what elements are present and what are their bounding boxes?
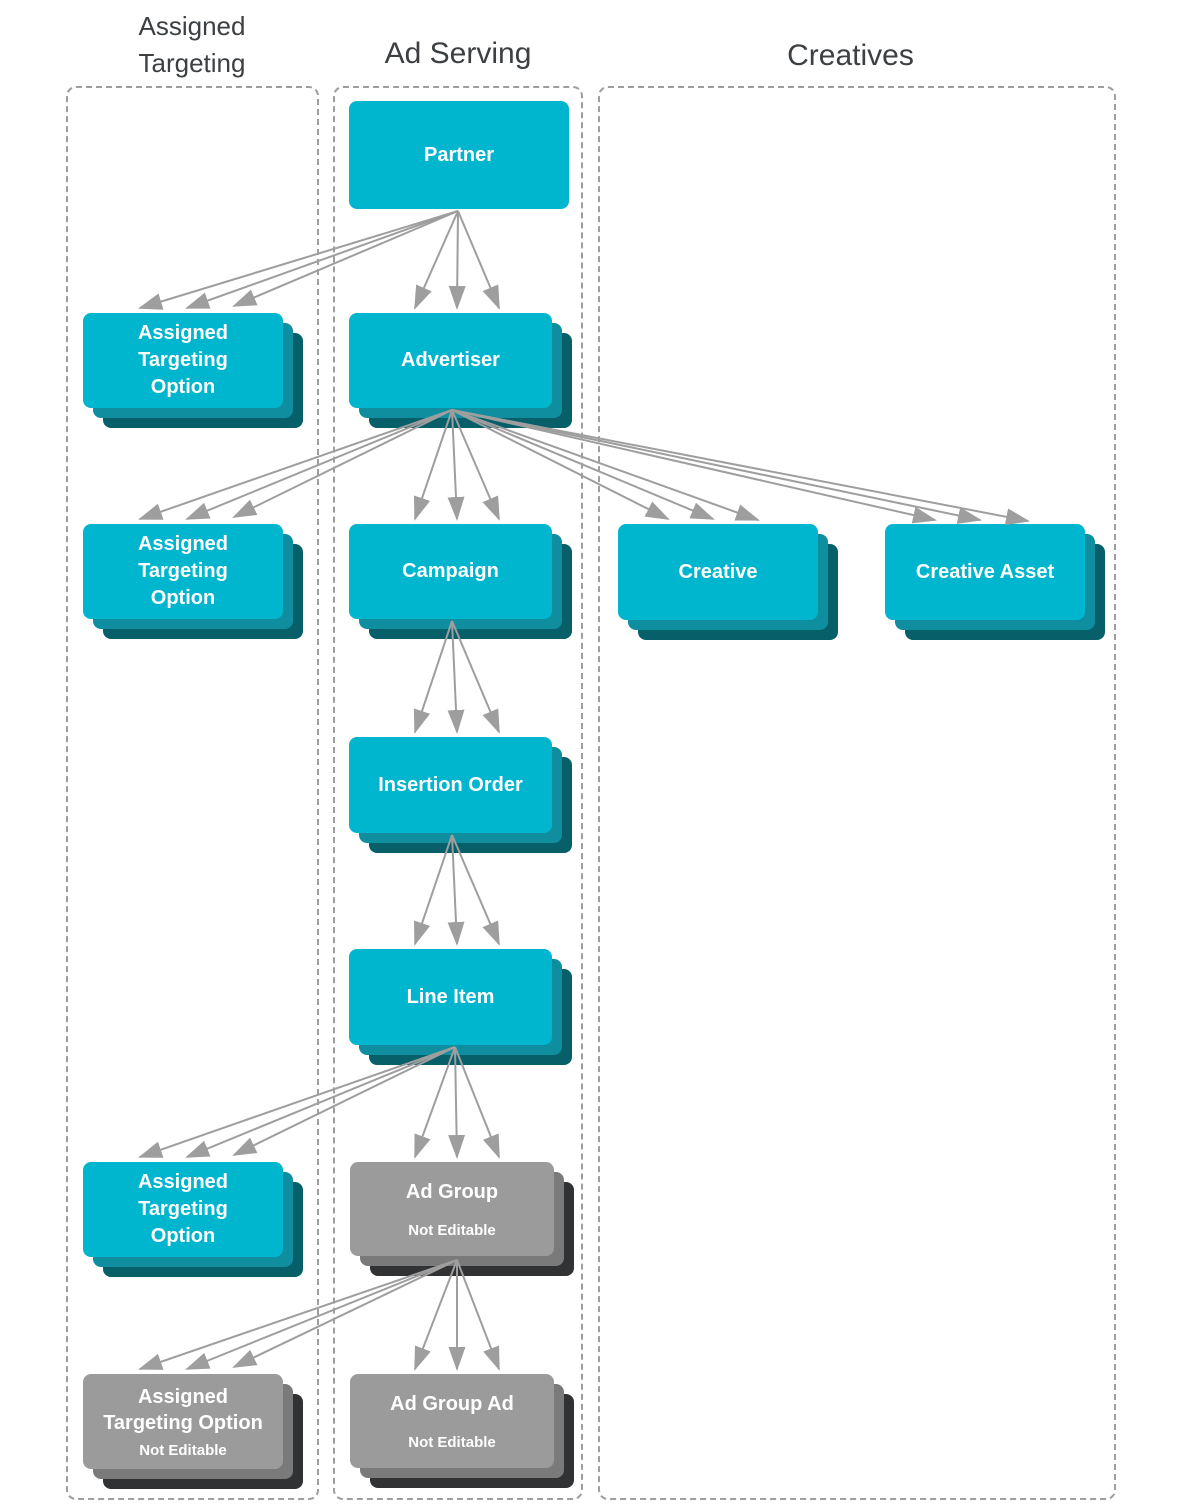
node-ad-group-sublabel: Not Editable [408,1221,496,1239]
column-ad-serving [333,86,583,1500]
node-advertiser-label: Advertiser [401,349,500,371]
node-sublabel: Not Editable [139,1441,227,1459]
node-ad-group: Ad Group Not Editable [350,1162,554,1256]
node-advertiser: Advertiser [349,313,552,408]
node-label: Assigned Targeting Option [137,1171,229,1247]
node-campaign: Campaign [349,524,552,619]
node-ad-group-ad: Ad Group Ad Not Editable [350,1374,554,1468]
node-insertion-order: Insertion Order [349,737,552,833]
node-ad-group-ad-label: Ad Group Ad [390,1392,514,1415]
node-ad-group-ad-sublabel: Not Editable [408,1433,496,1451]
node-partner: Partner [349,101,569,209]
node-creative: Creative [618,524,818,620]
node-label: Assigned Targeting Option [137,322,229,398]
node-line-item-label: Line Item [406,985,495,1008]
node-creative-asset: Creative Asset [885,524,1085,620]
column-creatives [598,86,1116,1500]
node-assigned-targeting-option-line-item: Assigned Targeting Option [83,1162,283,1257]
node-creative-asset-label: Creative Asset [915,560,1055,583]
column-header-assigned-targeting: Assigned Targeting [138,11,246,78]
node-creative-label: Creative [678,560,758,583]
node-insertion-order-label: Insertion Order [378,773,523,796]
node-partner-label: Partner [423,143,495,166]
node-line-item: Line Item [349,949,552,1045]
node-ad-group-label: Ad Group [405,1180,499,1203]
node-assigned-targeting-option-advertiser: Assigned Targeting Option [83,524,283,619]
node-label: Assigned Targeting Option [137,533,229,609]
node-assigned-targeting-option-not-editable: Assigned Targeting Option Not Editable [83,1374,283,1469]
column-header-ad-serving: Ad Serving [384,37,532,70]
node-campaign-label: Campaign [402,560,499,582]
column-assigned-targeting [66,86,319,1500]
column-header-creatives: Creatives [787,39,914,72]
node-assigned-targeting-option-partner: Assigned Targeting Option [83,313,283,408]
node-label: Assigned Targeting Option [103,1385,263,1434]
